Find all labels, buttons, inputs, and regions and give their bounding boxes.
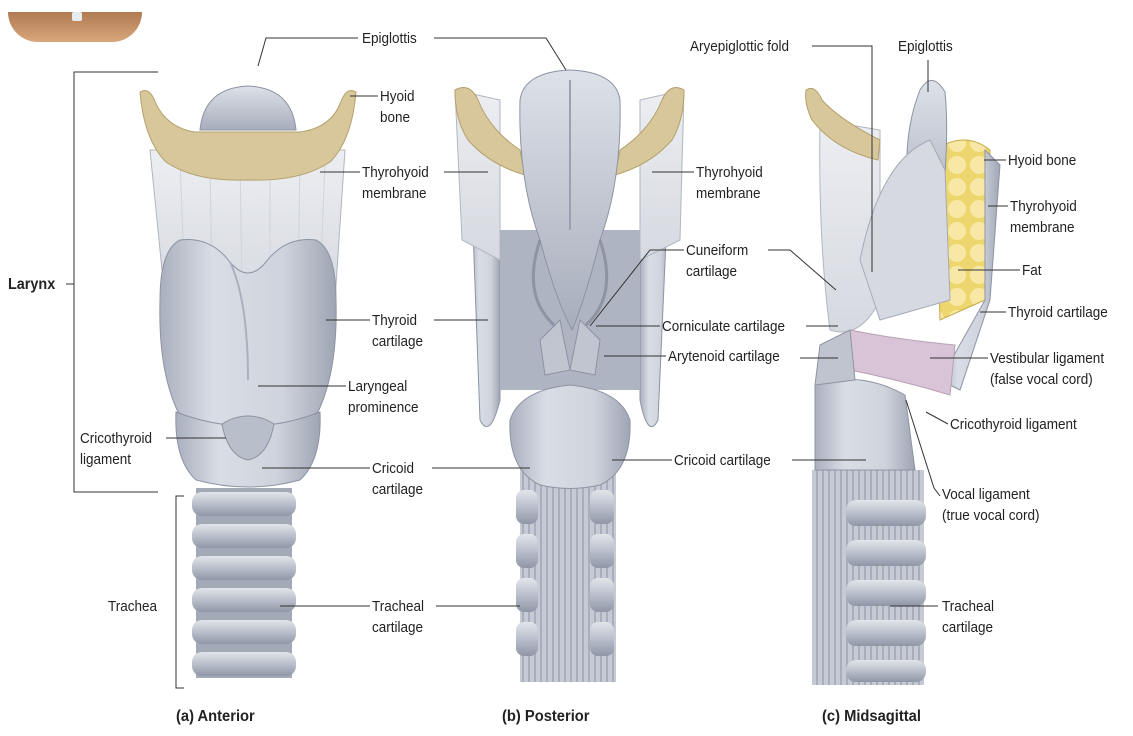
label-larynx: Larynx (8, 274, 55, 295)
anterior-trachea (192, 488, 296, 678)
label-hyoid-bone-midsagittal: Hyoid bone (1008, 150, 1076, 171)
posterior-trachea (516, 460, 616, 682)
label-cricoid-cartilage-posterior: Cricoid cartilage (674, 450, 771, 471)
label-corniculate-cartilage: Corniculate cartilage (662, 316, 785, 337)
label-thyroid-cartilage-midsagittal: Thyroid cartilage (1008, 302, 1108, 323)
caption-midsagittal: (c) Midsagittal (822, 708, 921, 726)
label-cricothyroid-ligament-midsagittal: Cricothyroid ligament (950, 414, 1077, 435)
caption-anterior: (a) Anterior (176, 708, 255, 726)
label-vestibular-ligament: Vestibular ligament(false vocal cord) (990, 348, 1104, 390)
label-vocal-ligament: Vocal ligament(true vocal cord) (942, 484, 1040, 526)
anterior-view (140, 86, 356, 678)
label-epiglottis: Epiglottis (362, 28, 417, 49)
label-trachea: Trachea (108, 596, 157, 617)
label-epiglottis-midsagittal: Epiglottis (898, 36, 953, 57)
label-aryepiglottic-fold: Aryepiglottic fold (690, 36, 789, 57)
midsagittal-view (806, 80, 1000, 685)
midsagittal-trachea (812, 470, 926, 685)
caption-posterior: (b) Posterior (502, 708, 590, 726)
label-fat: Fat (1022, 260, 1042, 281)
label-arytenoid-cartilage: Arytenoid cartilage (668, 346, 780, 367)
posterior-view (455, 70, 684, 682)
